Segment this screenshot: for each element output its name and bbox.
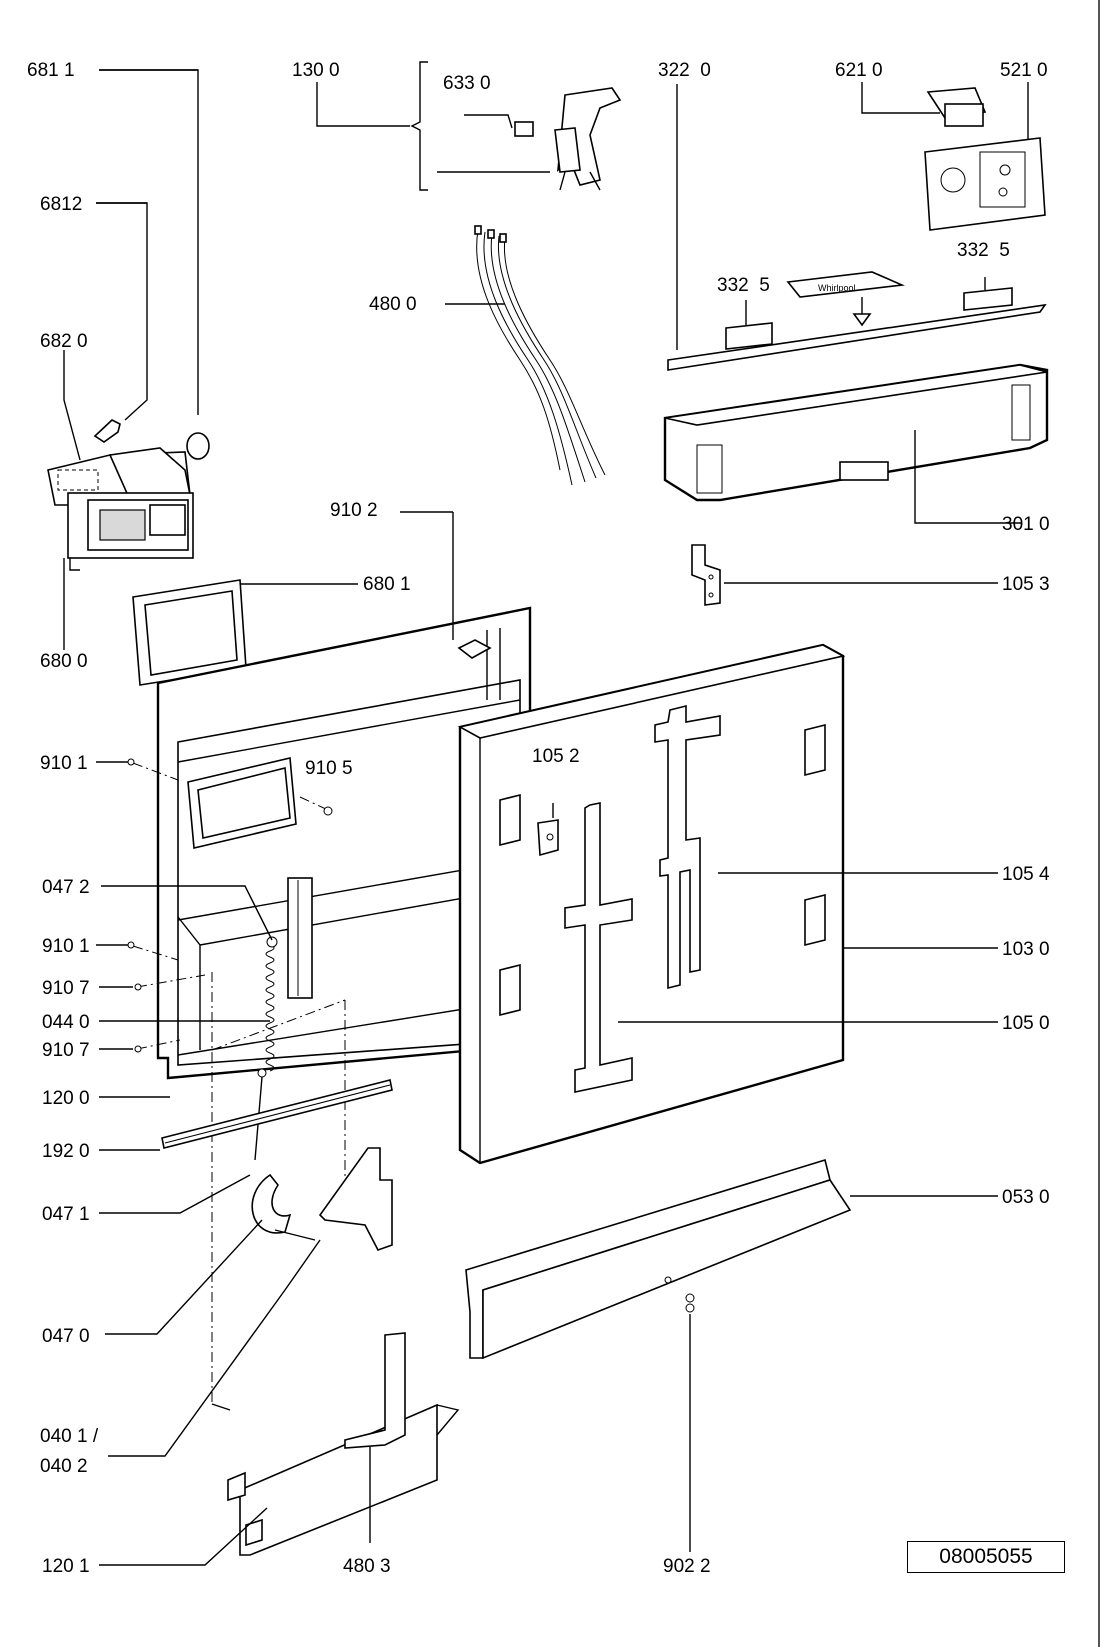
label-680-1: 680 1 bbox=[363, 574, 411, 595]
part-480-0-wire-harness bbox=[445, 225, 606, 486]
label-910-1-top: 910 1 bbox=[40, 753, 88, 774]
label-6812: 6812 bbox=[40, 194, 82, 215]
label-192-0: 192 0 bbox=[42, 1141, 90, 1162]
part-105-3-bracket bbox=[691, 544, 998, 606]
label-105-2: 105 2 bbox=[532, 746, 580, 767]
part-322-0-strip bbox=[667, 84, 1047, 371]
label-105-4: 105 4 bbox=[1002, 864, 1050, 885]
label-322-0: 322 0 bbox=[658, 60, 711, 81]
label-332-5-left: 332 5 bbox=[717, 275, 770, 296]
label-910-7-top: 910 7 bbox=[42, 978, 90, 999]
part-103-0-outer-door bbox=[457, 643, 998, 1165]
label-621-0: 621 0 bbox=[835, 60, 883, 81]
label-130-0: 130 0 bbox=[292, 60, 340, 81]
label-040-1: 040 1 / bbox=[40, 1426, 99, 1447]
label-040-2: 040 2 bbox=[40, 1456, 88, 1477]
label-910-5: 910 5 bbox=[305, 758, 353, 779]
label-910-2: 910 2 bbox=[330, 500, 378, 521]
label-103-0: 103 0 bbox=[1002, 939, 1050, 960]
part-047-0-hinge-lever bbox=[251, 1147, 393, 1251]
label-105-3: 105 3 bbox=[1002, 574, 1050, 595]
label-047-2: 047 2 bbox=[42, 877, 90, 898]
label-047-1: 047 1 bbox=[42, 1204, 90, 1225]
drawing-reference-number: 08005055 bbox=[907, 1541, 1065, 1573]
part-680-0-dispenser bbox=[47, 350, 194, 650]
leader-stubs bbox=[96, 69, 198, 204]
label-633-0: 633 0 bbox=[443, 73, 491, 94]
label-120-0: 120 0 bbox=[42, 1088, 90, 1109]
part-332-5-plates: Whirlpool bbox=[725, 271, 1013, 350]
leader-lines bbox=[96, 761, 321, 1457]
part-130-0-lock-group bbox=[316, 61, 622, 191]
label-480-0: 480 0 bbox=[369, 294, 417, 315]
label-120-1: 120 1 bbox=[42, 1556, 90, 1577]
assembly-dashed-lines bbox=[132, 762, 346, 1406]
part-192-0-seal-strip bbox=[161, 1079, 393, 1149]
part-labels: 681 1 130 0 633 0 322 0 621 0 521 0 6812… bbox=[27, 60, 1050, 1577]
part-902-2-screw bbox=[685, 1293, 695, 1552]
part-120-0-inner-door bbox=[156, 511, 532, 1080]
label-910-1-bottom: 910 1 bbox=[42, 936, 90, 957]
label-301-0: 301 0 bbox=[1002, 514, 1050, 535]
page-border bbox=[1098, 0, 1100, 1647]
part-053-0-bottom-profile bbox=[465, 1158, 998, 1360]
part-6812-clip bbox=[93, 202, 148, 443]
label-480-3: 480 3 bbox=[343, 1556, 391, 1577]
label-902-2: 902 2 bbox=[663, 1556, 711, 1577]
label-521-0: 521 0 bbox=[1000, 60, 1048, 81]
part-621-0-module bbox=[861, 82, 987, 127]
part-301-0-control-panel bbox=[663, 363, 1049, 524]
label-044-0: 044 0 bbox=[42, 1012, 90, 1033]
part-521-0-control-board bbox=[924, 82, 1046, 231]
label-910-7-bottom: 910 7 bbox=[42, 1040, 90, 1061]
label-680-0: 680 0 bbox=[40, 651, 88, 672]
label-681-1: 681 1 bbox=[27, 60, 75, 81]
part-480-3-foot bbox=[344, 1332, 406, 1543]
label-047-0: 047 0 bbox=[42, 1326, 90, 1347]
label-332-5-right: 332 5 bbox=[957, 240, 1010, 261]
part-681-1-cap bbox=[99, 69, 210, 460]
label-682-0: 682 0 bbox=[40, 331, 88, 352]
label-053-0: 053 0 bbox=[1002, 1187, 1050, 1208]
whirlpool-badge-text: Whirlpool bbox=[818, 283, 856, 293]
label-105-0: 105 0 bbox=[1002, 1013, 1050, 1034]
